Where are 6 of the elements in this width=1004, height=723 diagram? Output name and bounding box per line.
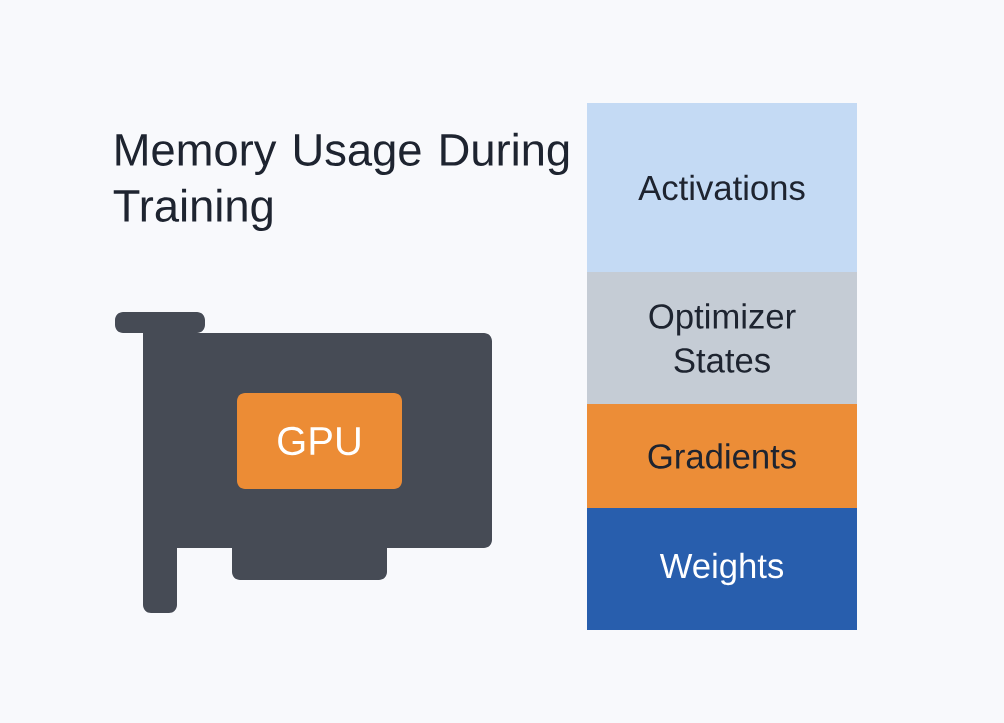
memory-band: Gradients (587, 404, 857, 508)
title: Memory Usage During Training (113, 132, 569, 231)
label-box: GPU (237, 393, 402, 489)
memory-band: Activations (587, 103, 857, 272)
memory-band: Optimizer States (587, 272, 857, 404)
memory-band: Weights (587, 508, 857, 630)
